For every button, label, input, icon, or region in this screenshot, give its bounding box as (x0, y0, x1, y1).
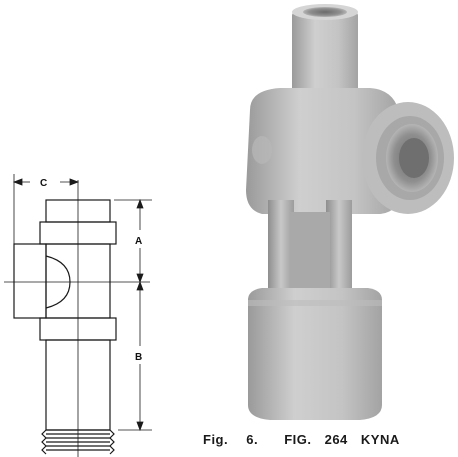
caption-part-text: FIG. 264 KYNA (284, 432, 400, 447)
fitting-photo (246, 4, 454, 420)
caption-fig-label: Fig. (203, 432, 229, 447)
photo-main-body (246, 88, 400, 214)
product-photo (246, 4, 454, 420)
photo-lower-collar (248, 288, 382, 420)
dimension-b: B (135, 280, 144, 432)
centerlines (4, 180, 150, 457)
photo-top-neck (292, 10, 358, 100)
caption-fig-number: 6. (246, 432, 259, 447)
photo-embossed-mark (252, 136, 272, 164)
technical-drawing: C A B (4, 174, 152, 457)
dimension-b-label: B (135, 352, 142, 363)
dimension-c-label: C (40, 178, 47, 189)
dimension-a-label: A (135, 236, 142, 247)
figure-caption: Fig. 6. FIG. 264 KYNA (203, 432, 400, 447)
dimension-c: C (12, 174, 80, 244)
dimension-a: A (135, 198, 144, 284)
extension-lines (114, 199, 152, 431)
